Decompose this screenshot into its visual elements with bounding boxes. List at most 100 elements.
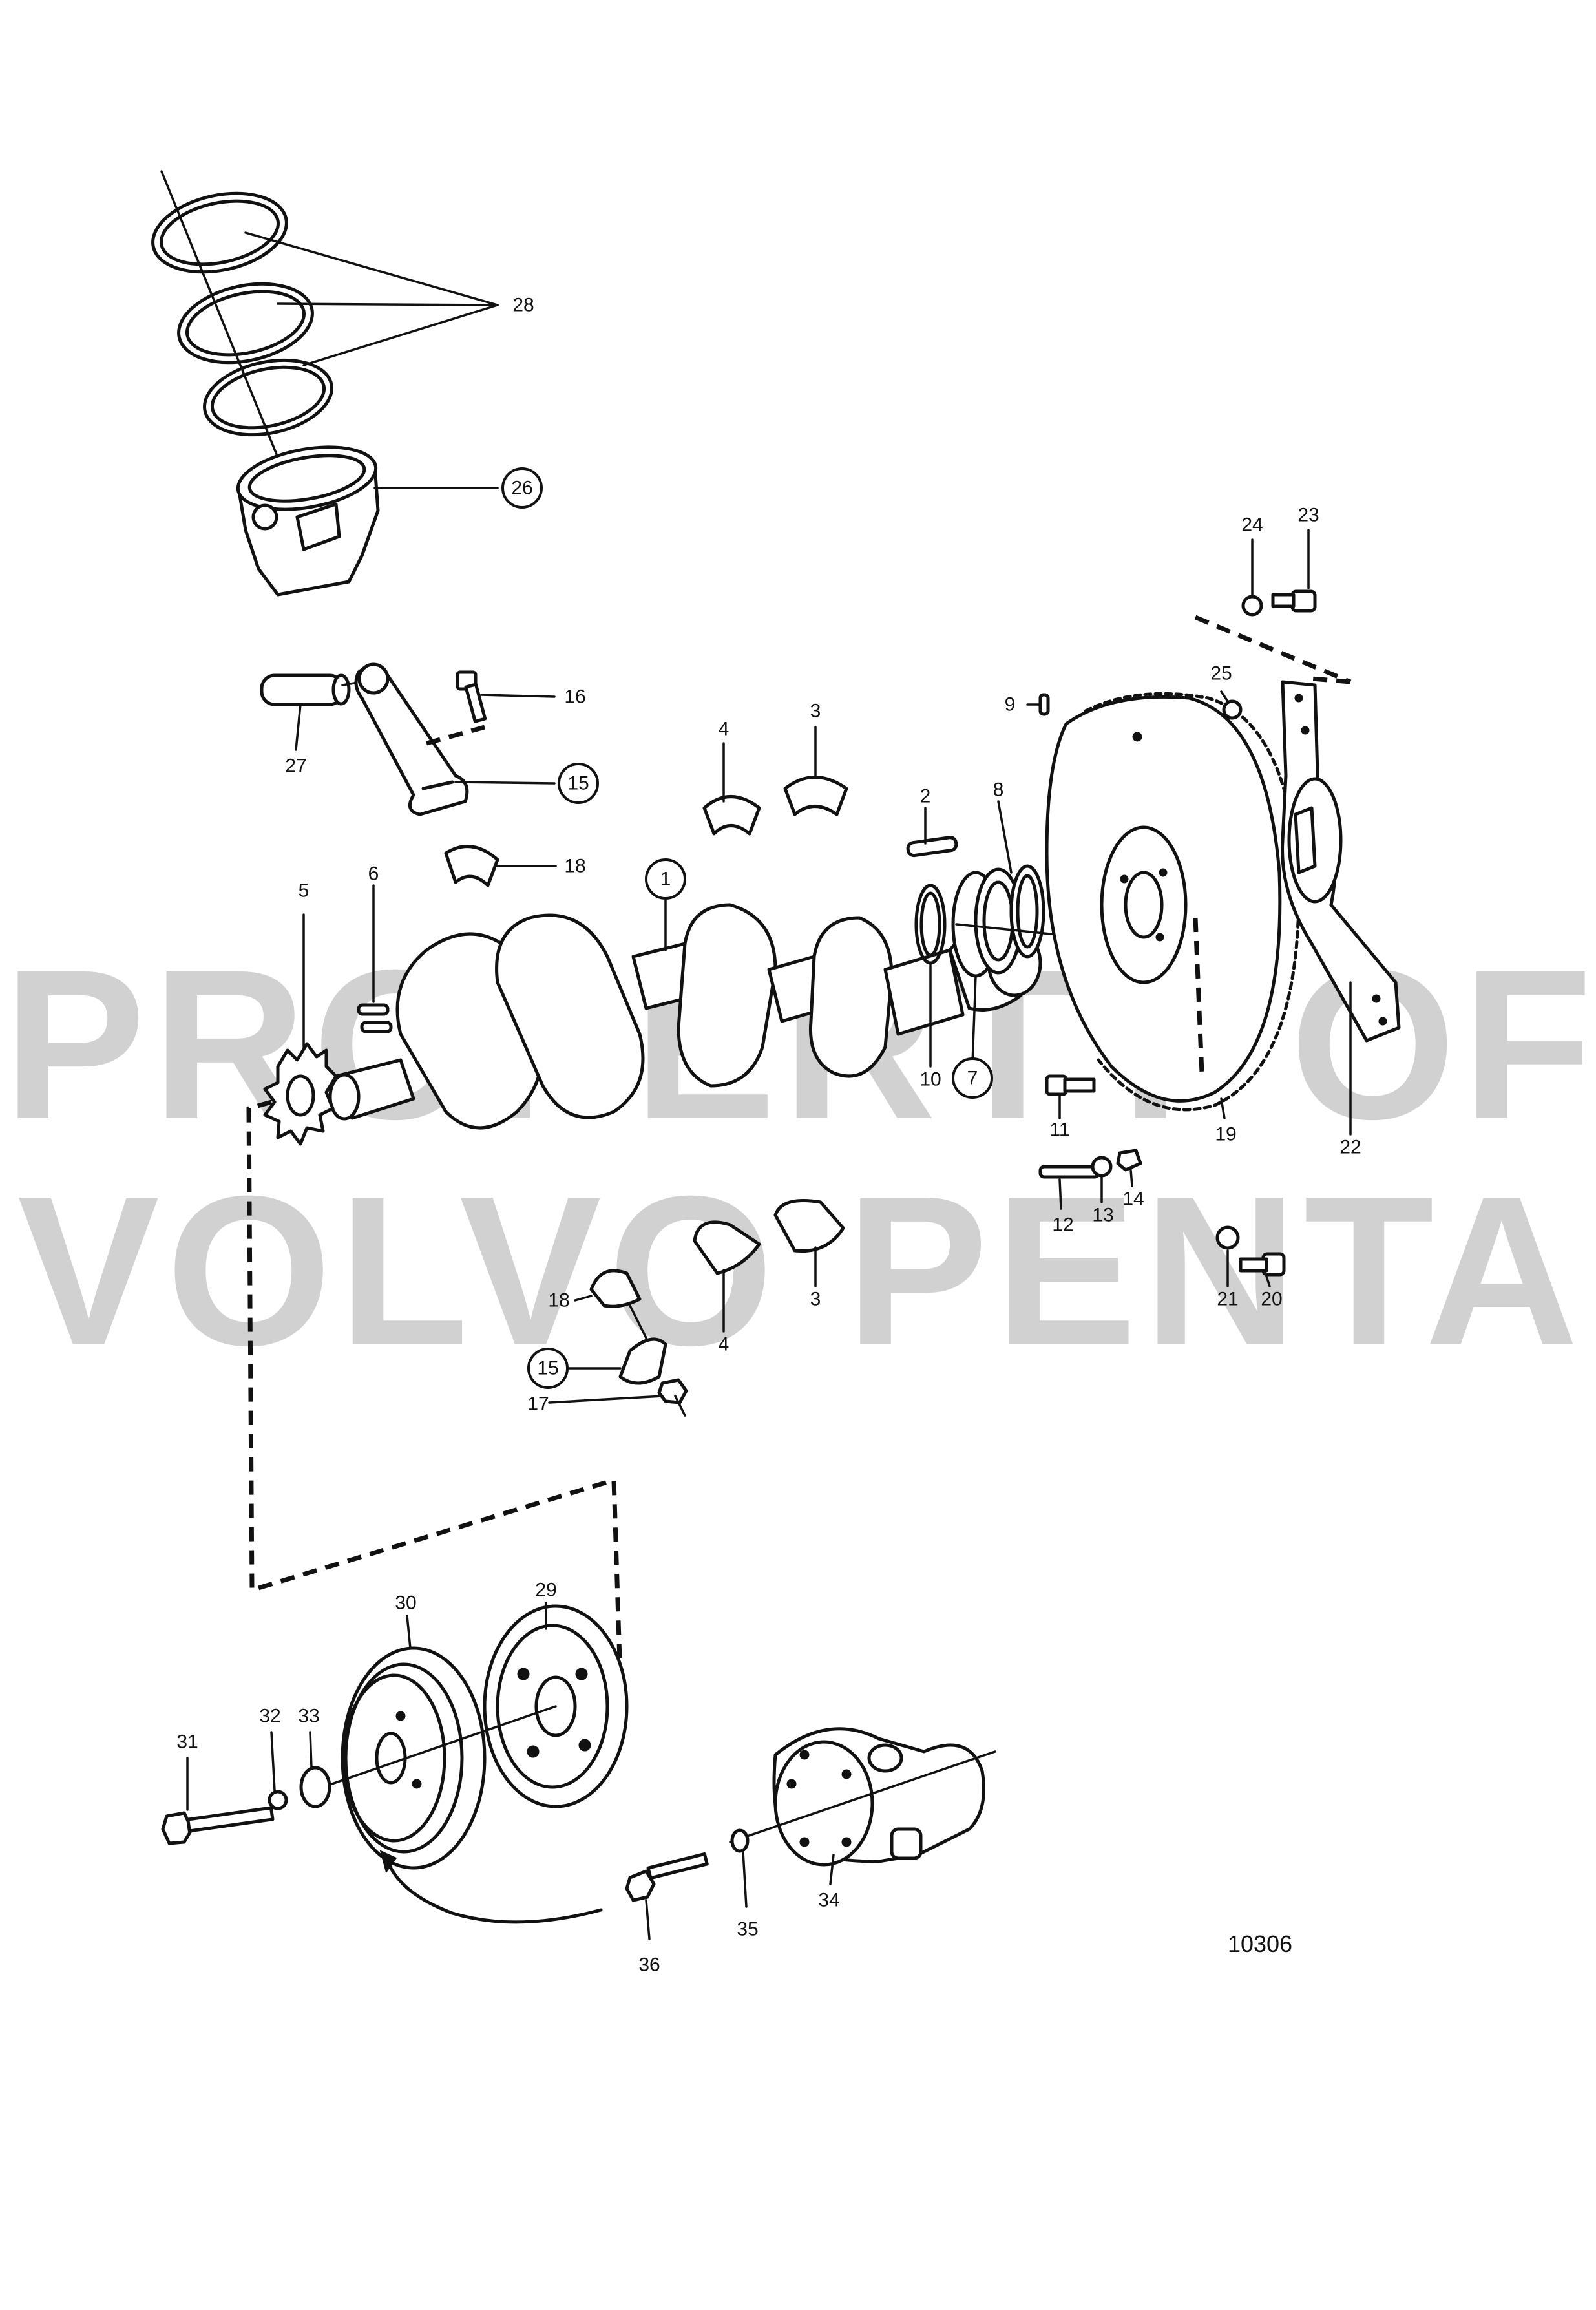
washer-21 xyxy=(1215,1225,1240,1250)
callout-21: 21 xyxy=(1217,1289,1238,1310)
callout-5: 5 xyxy=(299,880,310,902)
callout-label: 3 xyxy=(810,701,821,722)
callout-label: 15 xyxy=(567,773,589,794)
connecting-rod xyxy=(354,662,469,816)
callout-10: 10 xyxy=(919,1069,941,1090)
callout-2: 2 xyxy=(920,786,931,807)
callout-label: 31 xyxy=(176,1732,198,1753)
rod-bearing-upper xyxy=(444,845,499,887)
callout-17: 17 xyxy=(527,1393,549,1415)
watermark-line-2: VOLVO PENTA xyxy=(17,1151,1585,1390)
callout-8: 8 xyxy=(993,779,1004,801)
callout-label: 14 xyxy=(1122,1189,1144,1210)
callout-4: 4 xyxy=(719,1334,730,1355)
main-bearing-lower-3 xyxy=(773,1199,845,1253)
callout-34: 34 xyxy=(818,1890,839,1911)
seawater-pump xyxy=(772,1727,985,1867)
callout-6: 6 xyxy=(368,864,379,885)
callout-1: 1 xyxy=(645,858,686,900)
callout-25: 25 xyxy=(1210,663,1232,684)
callout-label: 22 xyxy=(1339,1137,1361,1158)
callout-18: 18 xyxy=(564,856,585,877)
callout-label: 1 xyxy=(660,869,671,890)
washer-32 xyxy=(268,1790,288,1810)
callout-label: 30 xyxy=(395,1593,416,1614)
callout-36: 36 xyxy=(638,1955,660,1976)
callout-19: 19 xyxy=(1215,1124,1236,1145)
flex-plate xyxy=(1281,680,1401,1043)
callout-15: 15 xyxy=(527,1348,569,1389)
rod-cap xyxy=(618,1337,667,1385)
callout-18: 18 xyxy=(548,1290,569,1311)
callout-label: 3 xyxy=(810,1289,821,1310)
callout-23: 23 xyxy=(1297,505,1319,526)
washer-24 xyxy=(1241,595,1263,617)
callout-label: 2 xyxy=(920,786,931,807)
callout-label: 36 xyxy=(638,1955,660,1976)
callout-label: 29 xyxy=(535,1580,556,1601)
arrow-head xyxy=(379,1850,397,1874)
callout-29: 29 xyxy=(535,1580,556,1601)
washer-13 xyxy=(1091,1156,1113,1178)
callout-label: 5 xyxy=(299,880,310,902)
drawing-reference-number: 10306 xyxy=(1228,1931,1292,1957)
rod-nut xyxy=(657,1378,688,1404)
callout-30: 30 xyxy=(395,1593,416,1614)
callout-4: 4 xyxy=(719,719,730,740)
callout-label: 16 xyxy=(564,686,585,708)
callout-label: 24 xyxy=(1241,514,1263,536)
bolt-11 xyxy=(1045,1074,1096,1096)
callout-label: 20 xyxy=(1261,1289,1282,1310)
callout-circle xyxy=(952,1057,993,1099)
callout-14: 14 xyxy=(1122,1189,1144,1210)
callout-33: 33 xyxy=(298,1706,319,1727)
washer-25 xyxy=(1222,699,1243,720)
callout-13: 13 xyxy=(1092,1205,1113,1226)
piston xyxy=(236,445,380,597)
callout-label: 13 xyxy=(1092,1205,1113,1226)
timing-gear xyxy=(263,1042,338,1146)
callout-3: 3 xyxy=(810,1289,821,1310)
washer-35 xyxy=(730,1828,750,1853)
callout-label: 18 xyxy=(548,1290,569,1311)
callout-label: 27 xyxy=(285,756,306,777)
callout-label: 4 xyxy=(719,1334,730,1355)
callout-28: 28 xyxy=(512,295,534,316)
callout-label: 21 xyxy=(1217,1289,1238,1310)
bolt-20 xyxy=(1239,1252,1286,1277)
callout-circle xyxy=(645,858,686,900)
callout-circle xyxy=(527,1348,569,1389)
callout-label: 26 xyxy=(511,478,532,499)
callout-32: 32 xyxy=(259,1706,280,1727)
callout-22: 22 xyxy=(1339,1137,1361,1158)
callout-20: 20 xyxy=(1261,1289,1282,1310)
callout-label: 19 xyxy=(1215,1124,1236,1145)
callout-3: 3 xyxy=(810,701,821,722)
main-bearing-upper-4 xyxy=(702,795,761,836)
rear-seal xyxy=(1009,864,1045,959)
callout-label: 33 xyxy=(298,1706,319,1727)
flywheel-pin xyxy=(1038,693,1050,716)
callout-27: 27 xyxy=(285,756,306,777)
callout-circle xyxy=(558,763,599,804)
callout-24: 24 xyxy=(1241,514,1263,536)
rod-bearing-lower xyxy=(589,1269,642,1308)
crankshaft xyxy=(328,903,1042,1130)
callout-12: 12 xyxy=(1052,1214,1073,1236)
callout-16: 16 xyxy=(564,686,585,708)
callout-label: 15 xyxy=(537,1358,558,1379)
bolt-23 xyxy=(1271,589,1317,613)
piston-rings xyxy=(151,191,333,437)
callout-7: 7 xyxy=(952,1057,993,1099)
callout-label: 12 xyxy=(1052,1214,1073,1236)
pulley-bolt xyxy=(161,1806,275,1845)
piston-pin xyxy=(260,673,351,706)
callout-35: 35 xyxy=(737,1919,758,1940)
callout-label: 6 xyxy=(368,864,379,885)
callout-label: 18 xyxy=(564,856,585,877)
callout-label: 9 xyxy=(1005,694,1016,715)
callout-label: 11 xyxy=(1049,1119,1069,1141)
disc-33 xyxy=(299,1766,331,1808)
